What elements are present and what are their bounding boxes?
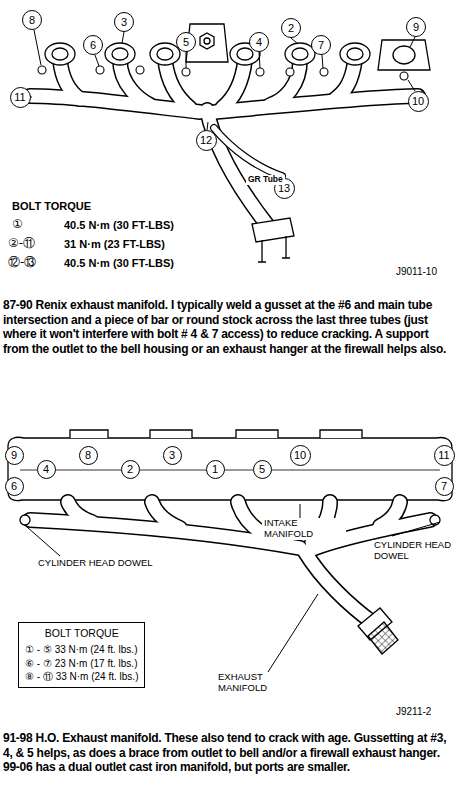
callout-text: 11 (438, 449, 449, 461)
callout-text: 3 (169, 449, 175, 461)
callout-number: 10 (408, 91, 429, 112)
caption-note: 91-98 H.O. Exhaust manifold. These also … (3, 731, 457, 775)
callout-text: 6 (90, 39, 96, 51)
torque-value: 40.5 N·m (30 FT-LBS) (64, 257, 174, 270)
callout-number: 7 (311, 35, 331, 55)
callout-number: 2 (121, 460, 140, 479)
callout-text: 4 (43, 463, 49, 475)
callout-number: 12 (196, 130, 217, 151)
torque-value: 40.5 N·m (30 FT-LBS) (64, 219, 174, 232)
callout-number: 6 (5, 477, 24, 496)
table-heading: BOLT TORQUE (12, 200, 91, 213)
torque-row: ⑧ - ⑪ 33 N·m (24 ft. lbs.) (25, 670, 138, 684)
figure-code: J9011-10 (396, 266, 437, 278)
callout-text: 1 (212, 463, 218, 475)
callout-number: 8 (22, 10, 42, 30)
callout-text: 9 (413, 21, 419, 33)
callout-number: 11 (434, 445, 455, 466)
callout-number: 5 (176, 32, 196, 52)
torque-row: ⑥ - ⑦ 23 N·m (17 ft. lbs.) (25, 657, 138, 671)
callout-number: 10 (290, 445, 311, 466)
callout-text: 11 (14, 91, 25, 103)
part-label: INTAKE MANIFOLD (262, 518, 346, 540)
callout-text: 7 (441, 480, 447, 492)
callout-number: 3 (163, 446, 182, 465)
callout-number: 9 (406, 17, 426, 37)
callout-text: 8 (85, 449, 91, 461)
callout-number: 7 (435, 477, 454, 496)
callout-text: 10 (294, 449, 306, 461)
callout-text: 6 (11, 480, 17, 492)
part-label: EXHAUST MANIFOLD (216, 672, 300, 694)
table-heading: BOLT TORQUE (25, 626, 138, 640)
callout-text: 2 (127, 463, 133, 475)
callout-number: 9 (5, 446, 24, 465)
torque-row: ① - ⑤ 33 N·m (24 ft. lbs.) (25, 643, 138, 657)
torque-table-box: BOLT TORQUE ① - ⑤ 33 N·m (24 ft. lbs.)⑥ -… (18, 622, 145, 688)
callout-text: 4 (256, 36, 262, 48)
callout-number: 4 (37, 460, 56, 479)
callout-number: ⑫-⑬ (8, 256, 36, 270)
callout-text: 3 (121, 16, 127, 28)
callout-number: 4 (249, 32, 269, 52)
callout-number: 5 (253, 460, 272, 479)
callout-text: 7 (318, 39, 324, 51)
callout-text: 5 (183, 36, 189, 48)
callout-text: 5 (259, 463, 265, 475)
callout-number: 3 (114, 12, 134, 32)
part-label: CYLINDER HEAD DOWEL (372, 540, 456, 562)
caption-note: 87-90 Renix exhaust manifold. I typicall… (3, 298, 457, 356)
callout-text: 10 (412, 95, 424, 107)
torque-value: 31 N·m (23 FT-LBS) (64, 238, 165, 251)
callout-number: 1 (206, 460, 225, 479)
callout-number: 2 (281, 18, 301, 38)
callout-number: 8 (79, 446, 98, 465)
callout-number: 6 (83, 35, 103, 55)
callout-text: 9 (11, 449, 17, 461)
callout-number: ① (12, 218, 23, 232)
part-label: GR Tube (246, 175, 285, 185)
callout-text: 2 (288, 22, 294, 34)
callout-number: ②-⑪ (8, 237, 35, 251)
figure-code: J9211-2 (396, 706, 431, 718)
part-label: CYLINDER HEAD DOWEL (36, 558, 155, 569)
callout-text: 12 (200, 134, 212, 146)
callout-text: 8 (29, 14, 35, 26)
callout-number: 11 (10, 87, 31, 108)
